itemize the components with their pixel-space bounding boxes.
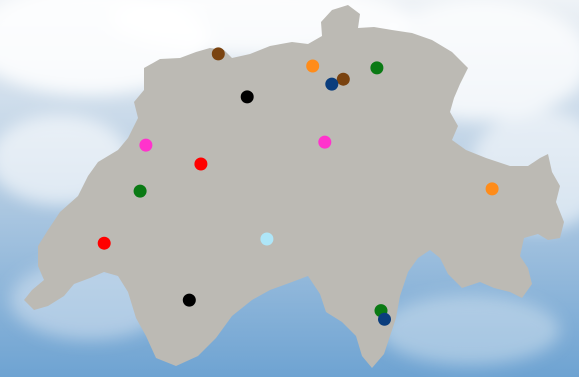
map-marker-brown[interactable] xyxy=(211,47,225,61)
map-marker-orange[interactable] xyxy=(306,59,320,73)
map-marker-orange[interactable] xyxy=(485,182,499,196)
country-shape xyxy=(24,5,564,368)
map-marker-dark-blue[interactable] xyxy=(325,77,339,91)
map-marker-light-blue[interactable] xyxy=(260,232,274,246)
map-marker-red[interactable] xyxy=(194,157,208,171)
map-marker-green[interactable] xyxy=(370,61,384,75)
map-marker-black[interactable] xyxy=(182,293,196,307)
markers-layer xyxy=(97,47,499,326)
map-marker-dark-blue[interactable] xyxy=(378,312,391,326)
map-marker-red[interactable] xyxy=(97,236,111,250)
map-marker-black[interactable] xyxy=(240,90,254,104)
map-marker-magenta[interactable] xyxy=(318,135,332,149)
map-marker-magenta[interactable] xyxy=(139,138,153,152)
map-marker-green[interactable] xyxy=(133,184,147,198)
map-marker-brown[interactable] xyxy=(336,72,350,86)
